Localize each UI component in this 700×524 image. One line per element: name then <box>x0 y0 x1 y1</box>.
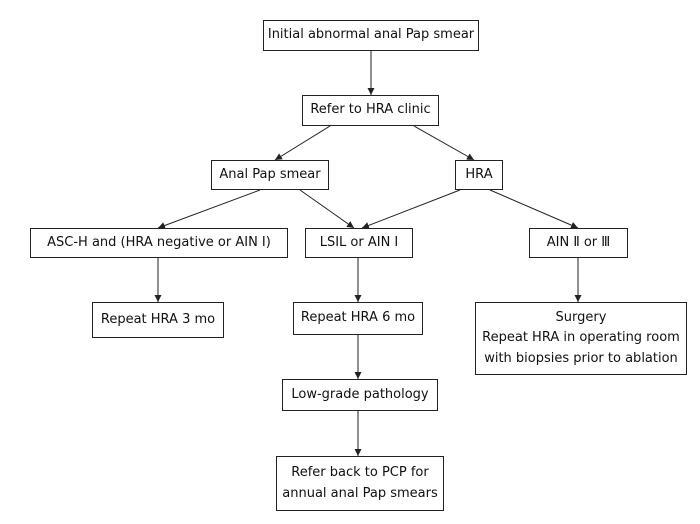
node-anal-pap-smear: Anal Pap smear <box>211 160 329 190</box>
surgery-line-1: Surgery <box>555 310 607 326</box>
node-initial-abnormal-pap: Initial abnormal anal Pap smear <box>263 20 479 51</box>
edge-pap-to-lsil <box>299 189 355 229</box>
edge-hra-to-lsil <box>361 189 461 229</box>
node-ain2-or-3: AIN Ⅱ or Ⅲ <box>529 228 628 258</box>
node-lsil-ain1: LSIL or AIN Ⅰ <box>305 228 413 258</box>
edge-pap-to-asch <box>157 189 261 229</box>
edge-refer-to-hra <box>413 125 475 161</box>
surgery-line-3: with biopsies prior to ablation <box>484 350 678 366</box>
node-repeat-hra-3mo: Repeat HRA 3 mo <box>92 302 224 338</box>
node-refer-hra-clinic: Refer to HRA clinic <box>302 95 439 126</box>
edge-hra-to-ain23 <box>489 189 579 229</box>
node-asch-hra-negative: ASC-H and (HRA negative or AIN Ⅰ) <box>30 228 288 258</box>
node-refer-back-pcp: Refer back to PCP for annual anal Pap sm… <box>276 456 444 511</box>
surgery-line-2: Repeat HRA in operating room <box>482 330 680 346</box>
node-surgery: Surgery Repeat HRA in operating room wit… <box>475 302 687 375</box>
node-repeat-hra-6mo: Repeat HRA 6 mo <box>293 302 423 335</box>
pcp-line-1: Refer back to PCP for <box>291 465 429 481</box>
pcp-line-2: annual anal Pap smears <box>282 485 438 501</box>
node-low-grade-pathology: Low-grade pathology <box>282 379 438 411</box>
edge-refer-to-pap <box>274 125 331 161</box>
node-hra: HRA <box>455 160 503 190</box>
